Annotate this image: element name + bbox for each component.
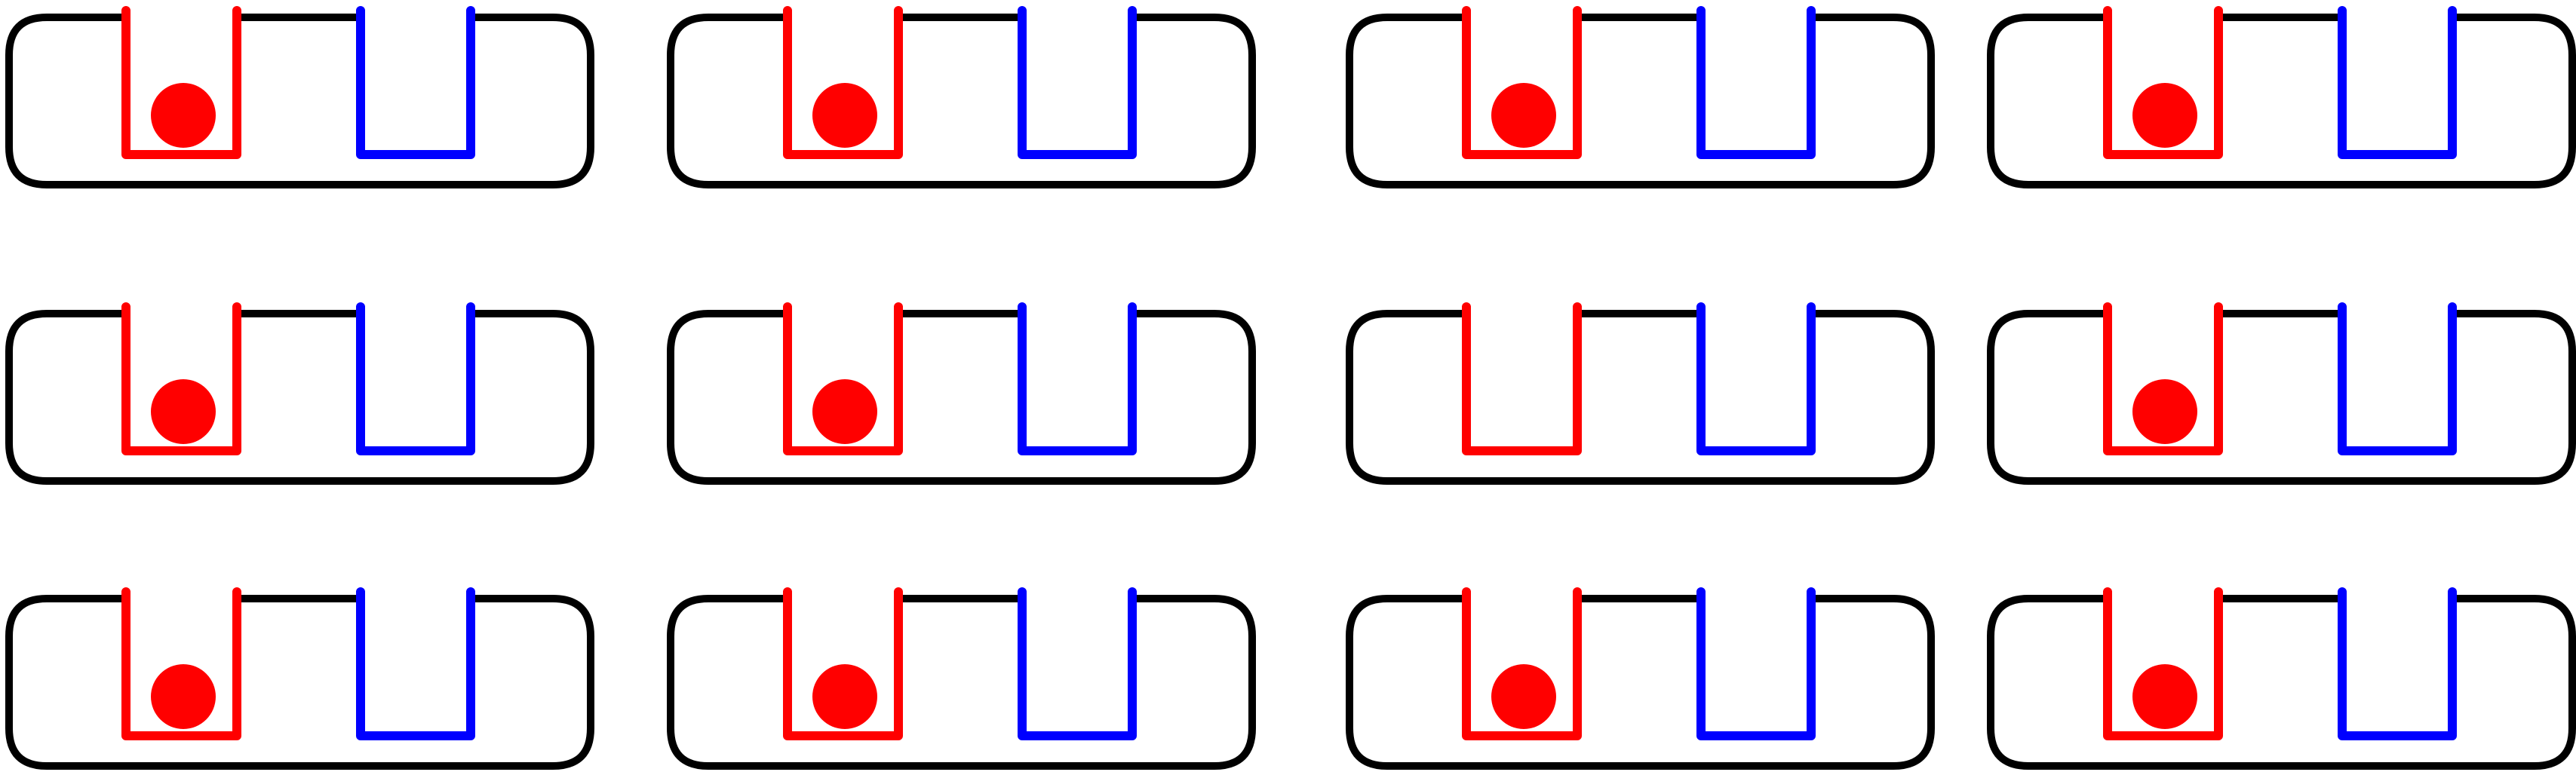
panel-frame	[667, 14, 1256, 188]
panel-frame	[5, 310, 594, 485]
left-cup	[1462, 302, 1582, 455]
right-cup	[2338, 302, 2457, 455]
puzzle-panel	[667, 302, 1256, 485]
right-cup	[1696, 587, 1816, 740]
panel-frame	[1987, 310, 2576, 485]
puzzle-panel	[5, 302, 594, 485]
ball	[812, 664, 877, 729]
left-cup	[783, 302, 903, 455]
left-cup	[1462, 6, 1582, 159]
right-cup	[1018, 6, 1137, 159]
puzzle-panel	[1346, 302, 1935, 485]
puzzle-panel	[1987, 587, 2576, 770]
left-cup	[121, 587, 241, 740]
right-cup	[1696, 302, 1816, 455]
ball	[1491, 664, 1556, 729]
ball	[151, 379, 216, 444]
right-cup	[356, 6, 475, 159]
panel-frame	[1346, 14, 1935, 188]
panel-frame	[667, 595, 1256, 770]
puzzle-panel	[667, 6, 1256, 188]
right-cup	[2338, 587, 2457, 740]
left-cup	[2103, 587, 2223, 740]
right-cup	[356, 587, 475, 740]
puzzle-panel	[1987, 302, 2576, 485]
ball	[2132, 83, 2197, 148]
puzzle-panel	[5, 6, 594, 188]
right-cup	[2338, 6, 2457, 159]
ball	[2132, 664, 2197, 729]
ball	[151, 664, 216, 729]
panel-frame	[1346, 310, 1935, 485]
puzzle-panel	[667, 587, 1256, 770]
panel-frame	[667, 310, 1256, 485]
ball	[151, 83, 216, 148]
ball	[812, 379, 877, 444]
right-cup	[1018, 302, 1137, 455]
left-cup	[121, 6, 241, 159]
right-cup	[1696, 6, 1816, 159]
left-cup	[2103, 302, 2223, 455]
panel-frame	[1987, 595, 2576, 770]
right-cup	[356, 302, 475, 455]
left-cup	[1462, 587, 1582, 740]
left-cup	[121, 302, 241, 455]
ball	[812, 83, 877, 148]
right-cup	[1018, 587, 1137, 740]
puzzle-panel	[1346, 6, 1935, 188]
left-cup	[783, 587, 903, 740]
puzzle-panel	[1346, 587, 1935, 770]
left-cup	[783, 6, 903, 159]
panel-frame	[5, 14, 594, 188]
puzzle-panel	[1987, 6, 2576, 188]
puzzle-panel	[5, 587, 594, 770]
panel-frame	[1346, 595, 1935, 770]
left-cup	[2103, 6, 2223, 159]
panel-frame	[1987, 14, 2576, 188]
ball	[1491, 83, 1556, 148]
ball	[2132, 379, 2197, 444]
panel-frame	[5, 595, 594, 770]
